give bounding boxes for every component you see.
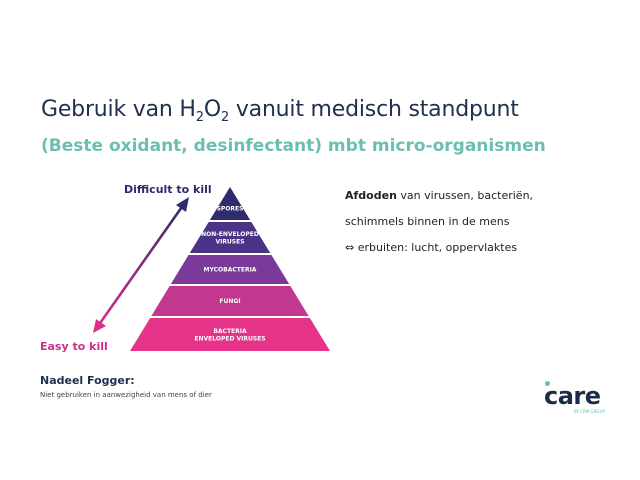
description-line-3: ⇔ erbuiten: lucht, oppervlaktes bbox=[345, 241, 518, 254]
pyramid-tier-2-label: NON-ENVELOPED bbox=[201, 231, 259, 238]
pyramid-tier-5-label: BACTERIA bbox=[213, 328, 247, 335]
difficult-to-kill-label: Difficult to kill bbox=[124, 183, 212, 196]
slide-title: Gebruik van H2O2 vanuit medisch standpun… bbox=[41, 97, 519, 125]
pyramid-tier-1 bbox=[209, 187, 251, 220]
pyramid-tier-5 bbox=[130, 318, 330, 351]
disadvantage-text: Niet gebruiken in aanwezigheid van mens … bbox=[40, 391, 212, 399]
pyramid-tier-2-label: VIRUSES bbox=[215, 238, 244, 245]
description-line-1: Afdoden van virussen, bacteriën, bbox=[345, 189, 534, 202]
easy-to-kill-label: Easy to kill bbox=[40, 340, 108, 353]
description-line-2: schimmels binnen in de mens bbox=[345, 215, 510, 228]
description-text: Afdoden van virussen, bacteriën, schimme… bbox=[345, 183, 615, 261]
care-logo: care BY CRM GROUP bbox=[544, 381, 605, 414]
pyramid-tier-2 bbox=[189, 222, 271, 253]
pyramid-tier-3 bbox=[170, 255, 290, 284]
disadvantage-title: Nadeel Fogger: bbox=[40, 374, 135, 387]
arrow-head-up bbox=[176, 197, 189, 212]
pyramid-tier-4-label: FUNGI bbox=[219, 298, 240, 305]
slide-subtitle: (Beste oxidant, desinfectant) mbt micro-… bbox=[41, 136, 546, 156]
pyramid-tier-3-label: MYCOBACTERIA bbox=[204, 267, 257, 274]
pyramid-tier-1-label: SPORES bbox=[217, 206, 244, 213]
difficulty-arrow bbox=[93, 197, 189, 333]
pyramid-tier-5-label: ENVELOPED VIRUSES bbox=[194, 335, 265, 342]
logo-subtitle: BY CRM GROUP bbox=[574, 409, 605, 414]
pyramid-tier-4 bbox=[151, 286, 309, 316]
arrow-head-down bbox=[93, 319, 106, 333]
